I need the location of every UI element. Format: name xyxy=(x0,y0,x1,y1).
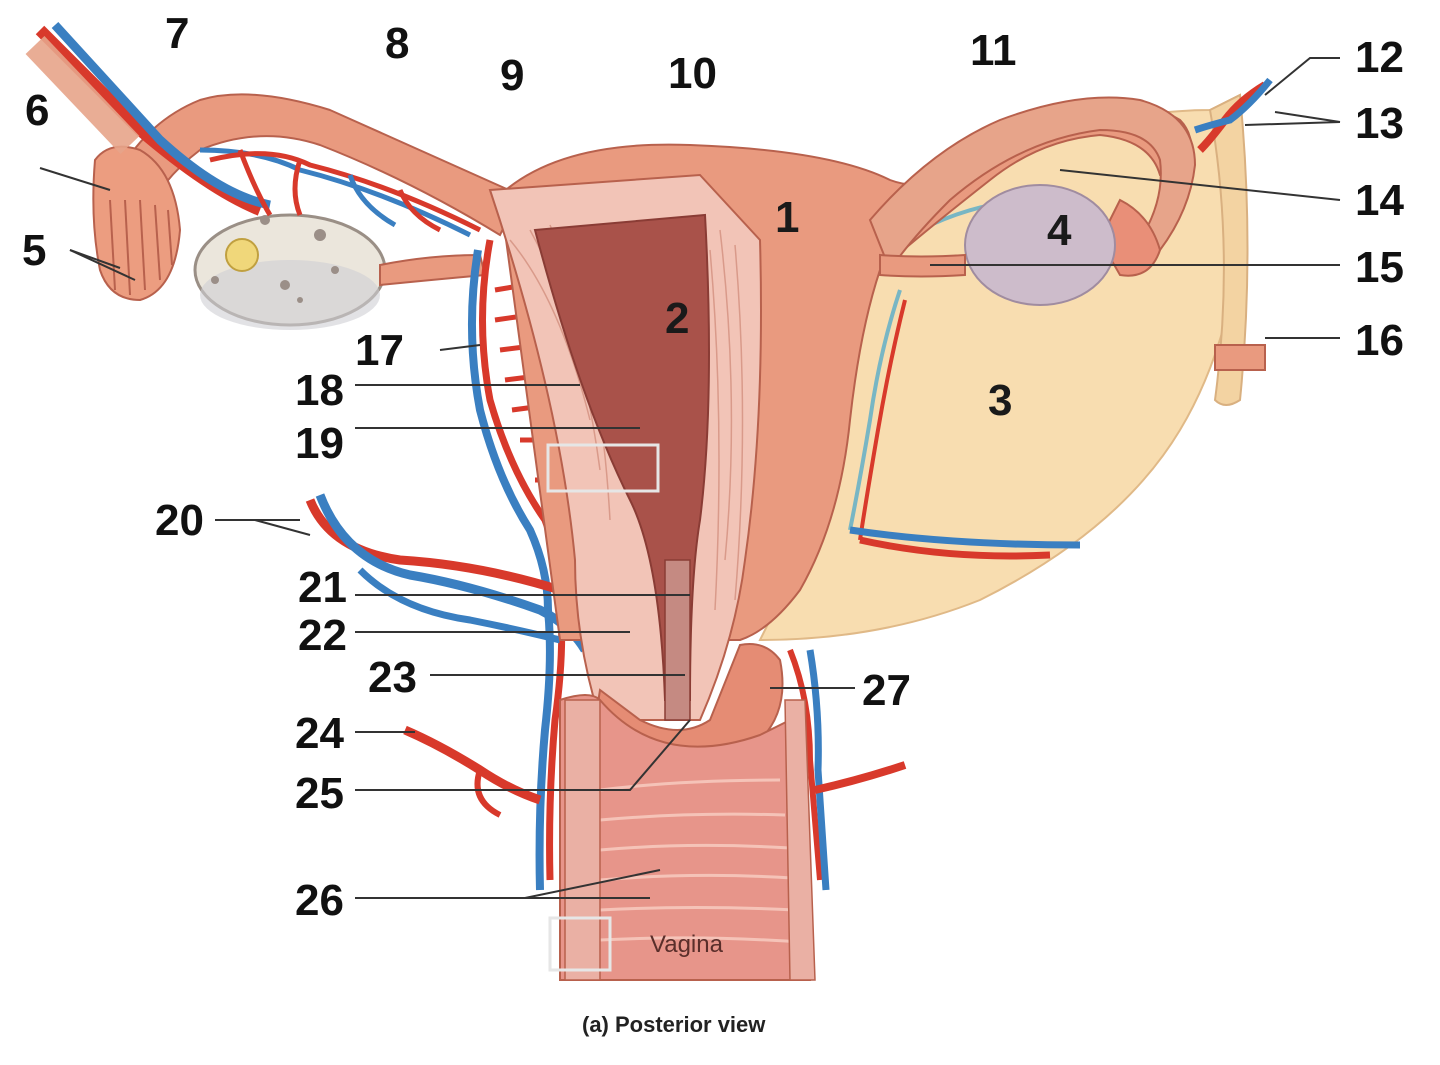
ovarian-vein-right xyxy=(1193,77,1273,134)
leader-lines xyxy=(39,57,1341,899)
uterine-vein-left xyxy=(467,249,554,891)
label-13: 13 xyxy=(1355,99,1404,148)
vaginal-wall-right xyxy=(784,699,816,981)
cervical-canal xyxy=(664,559,691,721)
label-22: 22 xyxy=(298,611,347,660)
label-25: 25 xyxy=(295,769,344,818)
label-15: 15 xyxy=(1355,243,1404,292)
broad-ligament-fold xyxy=(1208,93,1249,406)
label-3: 3 xyxy=(988,376,1012,425)
detail-box-vagina xyxy=(548,916,612,972)
label-12: 12 xyxy=(1355,33,1404,82)
label-7: 7 xyxy=(165,9,189,58)
label-14: 14 xyxy=(1355,176,1404,225)
uterine-vein-right xyxy=(806,649,830,891)
label-10: 10 xyxy=(668,49,717,98)
ovarian-ligament-left xyxy=(379,253,487,287)
fimbriae-fingers xyxy=(109,199,173,296)
label-24: 24 xyxy=(295,709,344,758)
round-ligament-stub xyxy=(1214,344,1266,371)
uterine-vessels-right xyxy=(787,648,823,881)
mesosalpinx-vessels xyxy=(199,147,482,238)
label-2: 2 xyxy=(665,294,689,343)
label-11: 11 xyxy=(970,26,1017,75)
ovarian-ligament-right xyxy=(879,253,966,278)
vaginal-wall-left xyxy=(564,699,601,981)
label-5: 5 xyxy=(22,226,46,275)
label-18: 18 xyxy=(295,366,344,415)
outer-labels: 5 6 7 8 9 10 11 12 13 14 15 16 17 18 19 … xyxy=(22,9,1404,925)
ovary-left-rim xyxy=(200,260,380,330)
label-27: 27 xyxy=(862,666,911,715)
inner-labels: 1 2 3 4 xyxy=(665,193,1072,425)
label-19: 19 xyxy=(295,419,344,468)
label-20: 20 xyxy=(155,496,204,545)
label-6: 6 xyxy=(25,86,49,135)
label-16: 16 xyxy=(1355,316,1404,365)
vagina-label: Vagina xyxy=(650,931,724,958)
ovarian-follicles xyxy=(211,215,339,303)
detail-box-endometrium xyxy=(546,443,660,493)
label-23: 23 xyxy=(368,653,417,702)
label-21: 21 xyxy=(298,563,347,612)
label-9: 9 xyxy=(500,51,524,100)
label-17: 17 xyxy=(355,326,404,375)
label-4: 4 xyxy=(1047,206,1072,255)
ovarian-vein-left xyxy=(51,21,271,210)
fimbriae-right xyxy=(1098,198,1162,277)
vaginal-artery-right xyxy=(814,761,907,794)
vaginal-rugae xyxy=(599,778,801,944)
ovary-right xyxy=(964,184,1116,306)
suspensory-tube-left xyxy=(25,36,140,154)
figure-caption: (a) Posterior view xyxy=(582,1012,766,1037)
label-26: 26 xyxy=(295,876,344,925)
corpus-luteum xyxy=(225,238,259,272)
label-8: 8 xyxy=(385,19,409,68)
label-1: 1 xyxy=(775,193,799,242)
